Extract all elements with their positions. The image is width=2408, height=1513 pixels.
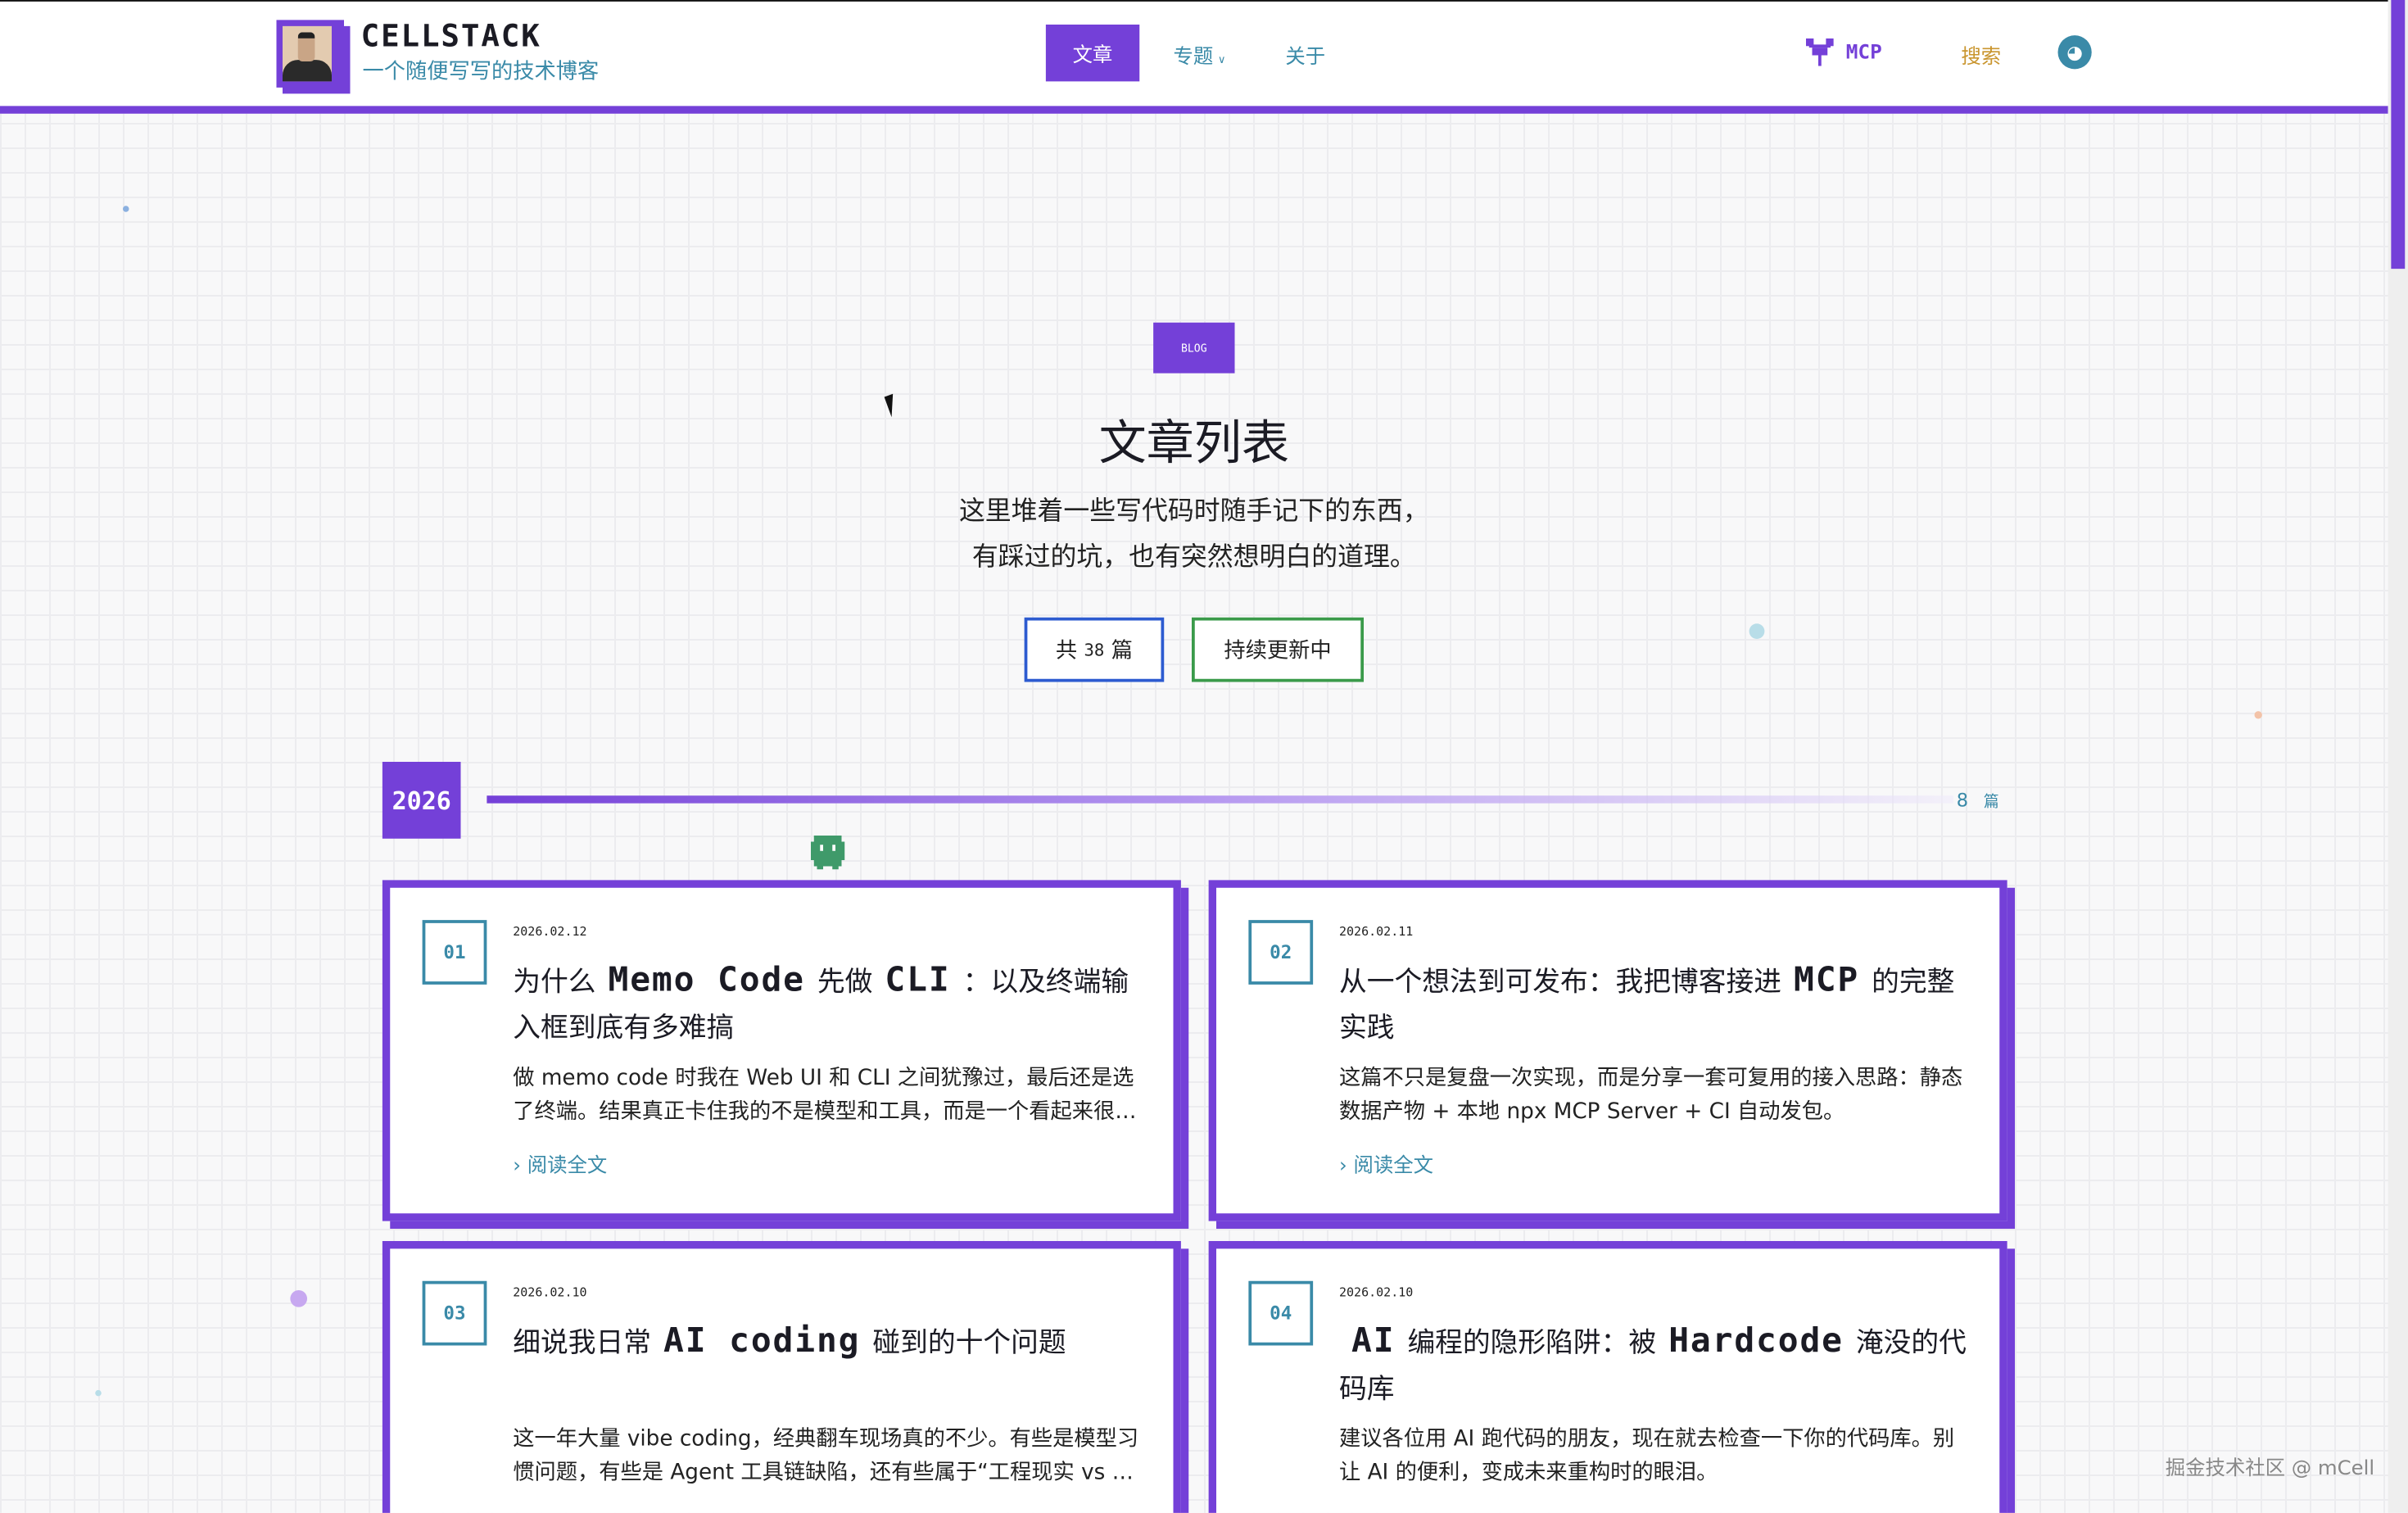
chevron-down-icon: ∨ <box>1217 53 1226 66</box>
title-segment: 的完整实践 <box>1339 966 1955 1044</box>
search-link[interactable]: 搜索 <box>1961 46 2002 70</box>
article-summary: 建议各位用 AI 跑代码的朋友，现在就去检查一下你的代码库。别让 AI 的便利，… <box>1339 1426 1955 1486</box>
article-number: 03 <box>422 1280 487 1346</box>
title-segment: 碰到的十个问题 <box>872 1327 1066 1360</box>
article-title[interactable]: 为什么 Memo Code 先做 CLI：以及终端输入框到底有多难搞 <box>513 958 1143 1052</box>
title-segment: Memo Code <box>608 961 805 1000</box>
article-date: 2026.02.12 <box>513 924 587 939</box>
title-segment: AI coding <box>663 1322 861 1361</box>
article-date: 2026.02.10 <box>1339 1285 1414 1300</box>
mcp-network-icon <box>1806 38 1834 66</box>
article-title[interactable]: 细说我日常 AI coding 碰到的十个问题 <box>513 1320 1143 1367</box>
title-segment: 从一个想法到可发布：我把博客接进 <box>1339 966 1781 999</box>
article-card[interactable]: 01 2026.02.12 为什么 Memo Code 先做 CLI：以及终端输入框到… <box>382 880 1181 1221</box>
article-number: 04 <box>1248 1280 1314 1346</box>
pixel-mascot-icon <box>811 836 845 870</box>
title-segment: AI <box>1351 1322 1396 1361</box>
title-segment: 细说我日常 <box>513 1327 651 1360</box>
status-badge: 持续更新中 <box>1192 617 1364 682</box>
subtitle-line-1: 这里堆着一些写代码时随手记下的东西， <box>958 496 1429 528</box>
mcp-link[interactable]: MCP <box>1806 38 1882 66</box>
watermark: 掘金技术社区 @ mCell <box>2165 1457 2375 1481</box>
site-brand[interactable]: CELLSTACK <box>360 16 541 54</box>
count-prefix: 共 <box>1055 639 1078 664</box>
read-more-link[interactable]: › 阅读全文 <box>513 1510 607 1513</box>
article-count-badge: 共 38 篇 <box>1024 617 1165 682</box>
title-segment: ：以及终端输入框到底有多难搞 <box>513 966 1129 1044</box>
nav-about[interactable]: 关于 <box>1285 46 1326 70</box>
decor-dot <box>290 1290 307 1307</box>
article-date: 2026.02.11 <box>1339 924 1414 939</box>
decor-dot <box>123 206 129 212</box>
decor-dot <box>95 1389 102 1397</box>
year-divider <box>487 795 1953 804</box>
scrollbar-thumb[interactable] <box>2391 0 2406 270</box>
nav-articles[interactable]: 文章 <box>1045 25 1140 82</box>
article-date: 2026.02.10 <box>513 1285 587 1300</box>
decor-dot <box>1749 623 1765 639</box>
page-title: 文章列表 <box>1098 416 1290 472</box>
nav-topics[interactable]: 专题∨ <box>1173 40 1226 70</box>
read-more-link[interactable]: › 阅读全文 <box>1339 1155 1434 1179</box>
read-more-link[interactable]: › 阅读全文 <box>513 1155 608 1179</box>
count-suffix: 篇 <box>1111 639 1133 664</box>
title-segment: CLI <box>885 961 951 1000</box>
article-card[interactable]: 03 2026.02.10 细说我日常 AI coding 碰到的十个问题 这一年大… <box>382 1241 1181 1513</box>
article-number: 02 <box>1248 920 1314 985</box>
avatar[interactable] <box>276 20 344 88</box>
blog-badge: BLOG <box>1153 322 1235 374</box>
github-icon[interactable]: ◕ <box>2057 35 2092 70</box>
subtitle-line-2: 有踩过的坑，也有突然想明白的道理。 <box>971 541 1416 573</box>
nav-topics-label: 专题 <box>1173 46 1214 70</box>
title-segment: Hardcode <box>1668 1322 1844 1361</box>
title-segment: MCP <box>1794 961 1860 1000</box>
title-segment: 编程的隐形陷阱：被 <box>1407 1327 1657 1360</box>
top-header: CELLSTACK 一个随便写写的技术博客 文章 专题∨ 关于 MCP 搜索 ◕ <box>0 0 2388 114</box>
title-segment: 淹没的代码库 <box>1339 1327 1967 1406</box>
decor-dot <box>2254 711 2262 719</box>
read-more-link[interactable]: › 阅读全文 <box>1339 1510 1433 1513</box>
article-summary: 做 memo code 时我在 Web UI 和 CLI 之间犹豫过，最后还是选… <box>513 1066 1137 1125</box>
count-value: 38 <box>1084 639 1105 660</box>
article-summary: 这一年大量 vibe coding，经典翻车现场真的不少。有些是模型习惯问题，有… <box>513 1426 1139 1486</box>
article-number: 01 <box>422 920 487 985</box>
mcp-label: MCP <box>1845 40 1882 64</box>
year-count-value: 8 <box>1956 789 1969 811</box>
year-count-unit: 篇 <box>1983 794 1999 811</box>
article-summary: 这篇不只是复盘一次实现，而是分享一套可复用的接入思路：静态数据产物 + 本地 n… <box>1339 1066 1963 1125</box>
year-label: 2026 <box>382 762 461 839</box>
title-segment: 为什么 <box>513 966 596 999</box>
title-segment: 先做 <box>817 966 873 999</box>
site-tagline: 一个随便写写的技术博客 <box>362 60 600 85</box>
